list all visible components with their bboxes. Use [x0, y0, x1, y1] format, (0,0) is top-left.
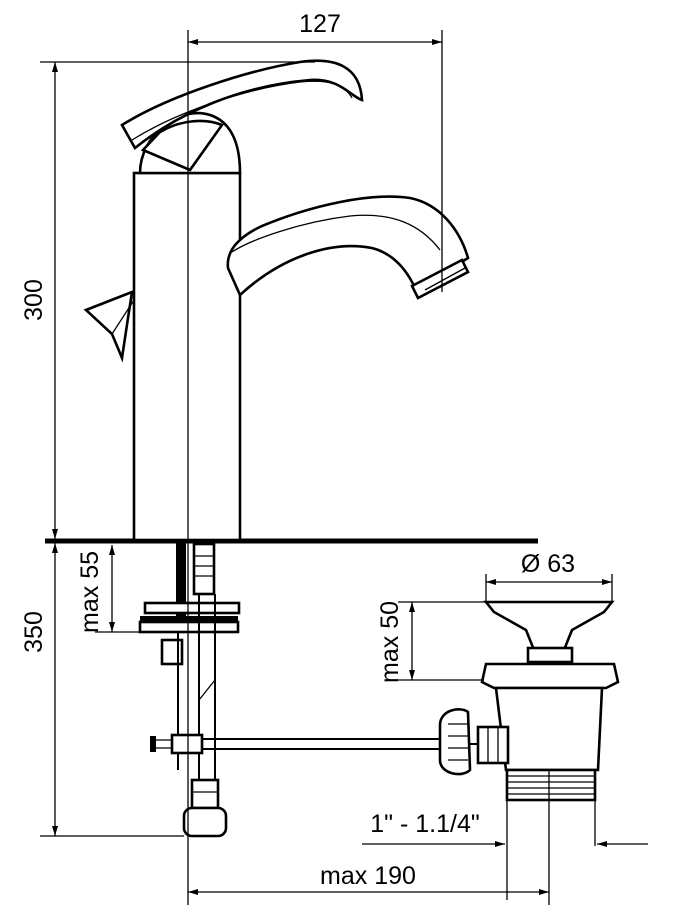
faucet-column: [132, 171, 242, 542]
label-max-rod-length: max 190: [320, 862, 416, 890]
faucet-body: [45, 59, 538, 544]
mounting-plate: [140, 616, 238, 622]
linkage-clamp: [170, 733, 204, 755]
hose-nut: [182, 806, 228, 838]
label-max-drain-height: max 50: [376, 601, 404, 683]
threaded-stud: [176, 543, 186, 633]
label-spout-reach: 127: [299, 10, 341, 38]
lever-neck: [140, 119, 225, 172]
drain-body: [494, 686, 604, 772]
label-height-above: 300: [20, 279, 48, 321]
clevis-knob: [438, 708, 472, 776]
label-drain-thread: 1" - 1.1/4": [370, 810, 479, 838]
label-drain-diameter: Ø 63: [521, 550, 575, 578]
label-depth-below: 350: [20, 611, 48, 653]
label-max-clamp: max 55: [76, 551, 104, 633]
below-counter-fittings: [138, 542, 440, 838]
pivot-nut: [476, 725, 510, 765]
drain-flange: [480, 662, 620, 690]
popup-knob: [83, 289, 134, 363]
mounting-washer: [143, 601, 241, 615]
dimension-lines: [40, 30, 648, 905]
hose-connector-lower: [190, 778, 220, 810]
drain-assembly: [438, 600, 620, 802]
drain-thread: [505, 768, 597, 802]
spout: [226, 195, 470, 298]
aerator: [410, 258, 470, 300]
flexible-hose: [198, 594, 216, 790]
hose-connector-upper: [192, 542, 216, 596]
linkage-rod: [202, 738, 440, 750]
